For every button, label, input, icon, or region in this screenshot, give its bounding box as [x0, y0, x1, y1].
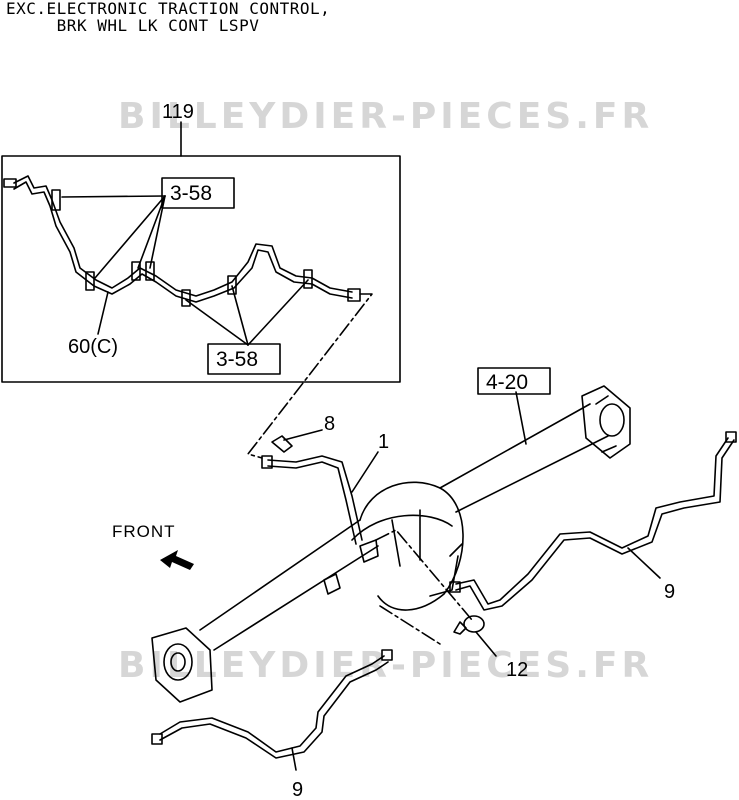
leader-358c: [137, 195, 166, 269]
callout-420: 4-20: [486, 371, 528, 394]
rear-axle-housing: [151, 385, 631, 703]
inset-link-line: [247, 293, 373, 459]
callout-358-top: 3-58: [170, 182, 212, 205]
callout-9-right: 9: [664, 581, 675, 603]
callout-119: 119: [162, 101, 194, 123]
bolt-12: [453, 615, 485, 635]
diagram-caption: EXC.ELECTRONIC TRACTION CONTROL, BRK WHL…: [6, 0, 330, 34]
callout-box-358-bottom: [207, 343, 281, 375]
leader-358a: [61, 195, 166, 198]
callout-12: 12: [506, 659, 528, 681]
callout-60c: 60(C): [68, 336, 118, 358]
leader-358e: [185, 299, 249, 346]
front-arrow-icon: [160, 550, 194, 570]
leader-358f: [231, 285, 249, 346]
leader-9-right: [627, 547, 661, 579]
caption-line-1: EXC.ELECTRONIC TRACTION CONTROL,: [6, 0, 331, 18]
watermark-bottom: BILLEYDIER-PIECES.FR: [118, 645, 653, 686]
callout-box-420: [477, 367, 551, 395]
callout-box-358-top: [161, 177, 235, 209]
leader-9-bottom: [291, 747, 297, 771]
leader-420: [515, 391, 527, 445]
watermark-top: BILLEYDIER-PIECES.FR: [118, 96, 653, 137]
leader-12: [475, 631, 497, 657]
inset-brake-pipe: [3, 175, 361, 307]
brake-pipe-bottom: [151, 649, 393, 759]
leader-358g: [247, 279, 309, 346]
caption-line-2: BRK WHL LK CONT LSPV: [56, 16, 260, 35]
front-label: FRONT: [112, 522, 176, 541]
dashdot-2: [379, 605, 441, 645]
brake-pipe-right: [449, 431, 737, 611]
detail-inset-frame: [1, 155, 401, 383]
leader-358b: [94, 195, 166, 279]
brake-hose-main: [261, 435, 363, 545]
leader-1: [351, 451, 379, 493]
callout-8: 8: [324, 413, 335, 435]
callout-9-bottom: 9: [292, 779, 303, 800]
leader-60c: [97, 291, 109, 335]
callout-358-bottom: 3-58: [216, 348, 258, 371]
leader-8: [283, 429, 323, 441]
dashdot-1: [375, 529, 473, 621]
callout-1: 1: [378, 431, 389, 453]
